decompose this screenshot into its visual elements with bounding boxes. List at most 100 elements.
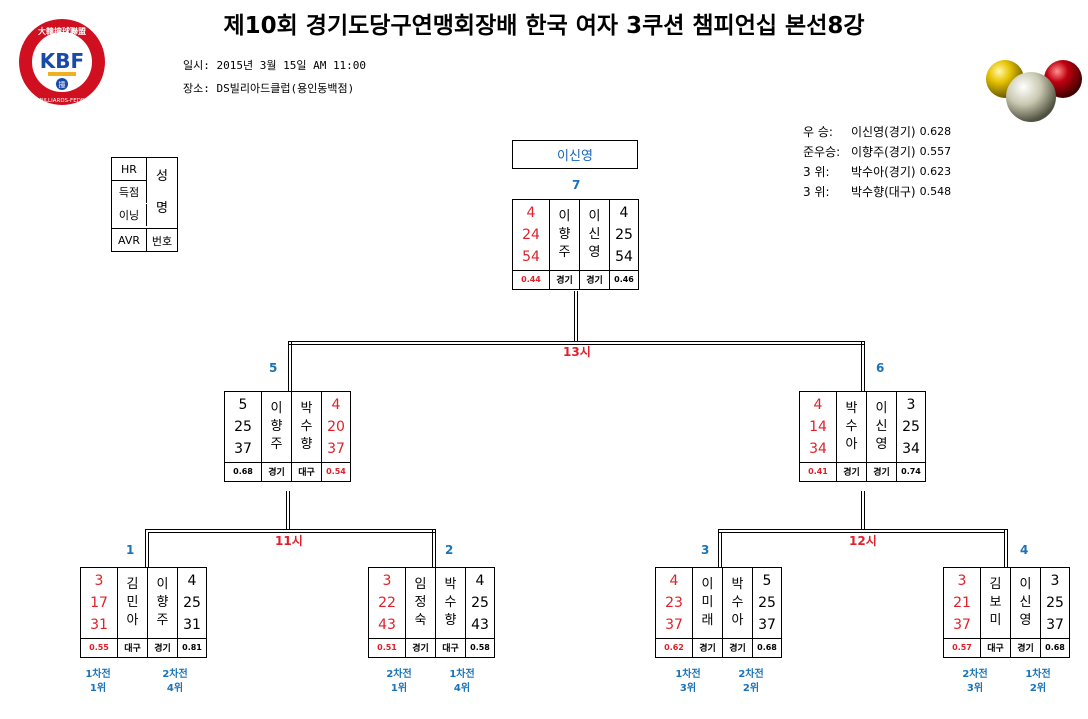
name-char: 아: [846, 436, 858, 454]
svg-text:KOREA-BILLIARDS-FEDERATION: KOREA-BILLIARDS-FEDERATION: [19, 98, 105, 104]
avr-value: 0.68: [225, 462, 261, 481]
note-round: 1차전: [663, 668, 713, 682]
name-char: 래: [702, 612, 714, 630]
avr-value: 0.58: [465, 638, 495, 657]
note-rank: 3위: [950, 682, 1000, 696]
page-title: 제10회 경기도당구연맹회장배 한국 여자 3쿠션 챔피언십 본선8강: [0, 6, 1088, 40]
match-time: 11시: [275, 532, 303, 549]
bracket-line: [718, 532, 1005, 533]
name-char: 영: [1020, 612, 1032, 630]
name-char: 수: [732, 594, 744, 612]
name-char: 이: [271, 400, 283, 418]
name-char: 주: [157, 612, 169, 630]
score-value: 25: [896, 416, 926, 438]
region-label: 경기: [406, 638, 435, 657]
avr-value: 0.55: [81, 638, 117, 657]
name-char: 숙: [415, 612, 427, 630]
name-char: 미: [702, 594, 714, 612]
avr-value: 0.62: [656, 638, 692, 657]
avr-value: 0.68: [752, 638, 782, 657]
name-char: 향: [271, 418, 283, 436]
hr-value: 5: [752, 570, 782, 592]
innings-value: 54: [609, 246, 639, 268]
score-value: 25: [752, 592, 782, 614]
note-round: 2차전: [374, 668, 424, 682]
name-char: 정: [415, 594, 427, 612]
note-round: 1차전: [437, 668, 487, 682]
champion-box: 이신영: [512, 140, 638, 169]
score-value: 22: [369, 592, 405, 614]
bracket-line: [291, 341, 292, 393]
innings-value: 34: [896, 438, 926, 460]
innings-value: 31: [177, 614, 207, 636]
legend-name: 성명: [147, 158, 177, 228]
name-char: 향: [445, 612, 457, 630]
innings-value: 37: [752, 614, 782, 636]
player-name: 임정숙: [406, 568, 435, 638]
results-list: 우 승:이신영(경기)0.628 준우승:이향주(경기)0.557 3 위:박수…: [803, 121, 951, 201]
bracket-line: [288, 341, 864, 342]
match-box: 423370.62525370.68이미래박수아경기경기: [655, 567, 782, 658]
match-box: 321370.57325370.68김보미이신영대구경기: [943, 567, 1070, 658]
name-char: 주: [559, 244, 571, 262]
name-char: 박: [301, 400, 313, 418]
note-rank: 4위: [150, 682, 200, 696]
match-box: 317310.55425310.81김민아이향주대구경기: [80, 567, 207, 658]
hr-value: 4: [800, 394, 836, 416]
bracket-line: [721, 532, 722, 569]
match-number: 2: [445, 543, 453, 557]
bracket-line: [286, 491, 287, 529]
bracket-line: [145, 529, 435, 530]
innings-value: 37: [225, 438, 261, 460]
note-rank: 4위: [437, 682, 487, 696]
bracket-line: [432, 529, 433, 569]
note-rank: 1위: [374, 682, 424, 696]
name-char: 임: [415, 576, 427, 594]
bracket-line: [435, 529, 436, 569]
innings-value: 37: [944, 614, 980, 636]
name-char: 수: [445, 594, 457, 612]
player-name: 박수향: [292, 392, 321, 462]
region-label: 경기: [550, 270, 579, 289]
name-char: 박: [732, 576, 744, 594]
avr-value: 0.54: [321, 462, 351, 481]
score-value: 23: [656, 592, 692, 614]
name-char: 영: [876, 436, 888, 454]
avr-value: 0.51: [369, 638, 405, 657]
bracket-line: [148, 532, 149, 569]
innings-value: 37: [656, 614, 692, 636]
name-char: 보: [990, 594, 1002, 612]
name-char: 향: [559, 226, 571, 244]
score-value: 25: [1040, 592, 1070, 614]
note-round: 2차전: [950, 668, 1000, 682]
bracket-line: [145, 529, 146, 569]
name-char: 이: [589, 208, 601, 226]
player-name: 박수향: [436, 568, 465, 638]
bracket-line: [288, 341, 289, 393]
region-label: 경기: [693, 638, 722, 657]
legend-avr: AVR: [112, 228, 147, 252]
player-name: 박수아: [723, 568, 752, 638]
legend-score: 득점: [112, 181, 147, 203]
legend-innings: 이닝: [112, 204, 147, 226]
avr-value: 0.81: [177, 638, 207, 657]
innings-value: 37: [321, 438, 351, 460]
bracket-line: [1007, 529, 1008, 569]
region-label: 경기: [1011, 638, 1040, 657]
bracket-line: [861, 491, 862, 529]
match-number: 7: [572, 178, 580, 192]
avr-value: 0.74: [896, 462, 926, 481]
svg-text:KBF: KBF: [40, 49, 84, 73]
innings-value: 54: [513, 246, 549, 268]
avr-value: 0.41: [800, 462, 836, 481]
avr-value: 0.44: [513, 270, 549, 289]
innings-value: 43: [369, 614, 405, 636]
kbf-logo: 大韓撞球聯盟 KBF 撞 KOREA-BILLIARDS-FEDERATION: [18, 18, 106, 106]
note-rank: 3위: [663, 682, 713, 696]
avr-value: 0.46: [609, 270, 639, 289]
score-value: 24: [513, 224, 549, 246]
